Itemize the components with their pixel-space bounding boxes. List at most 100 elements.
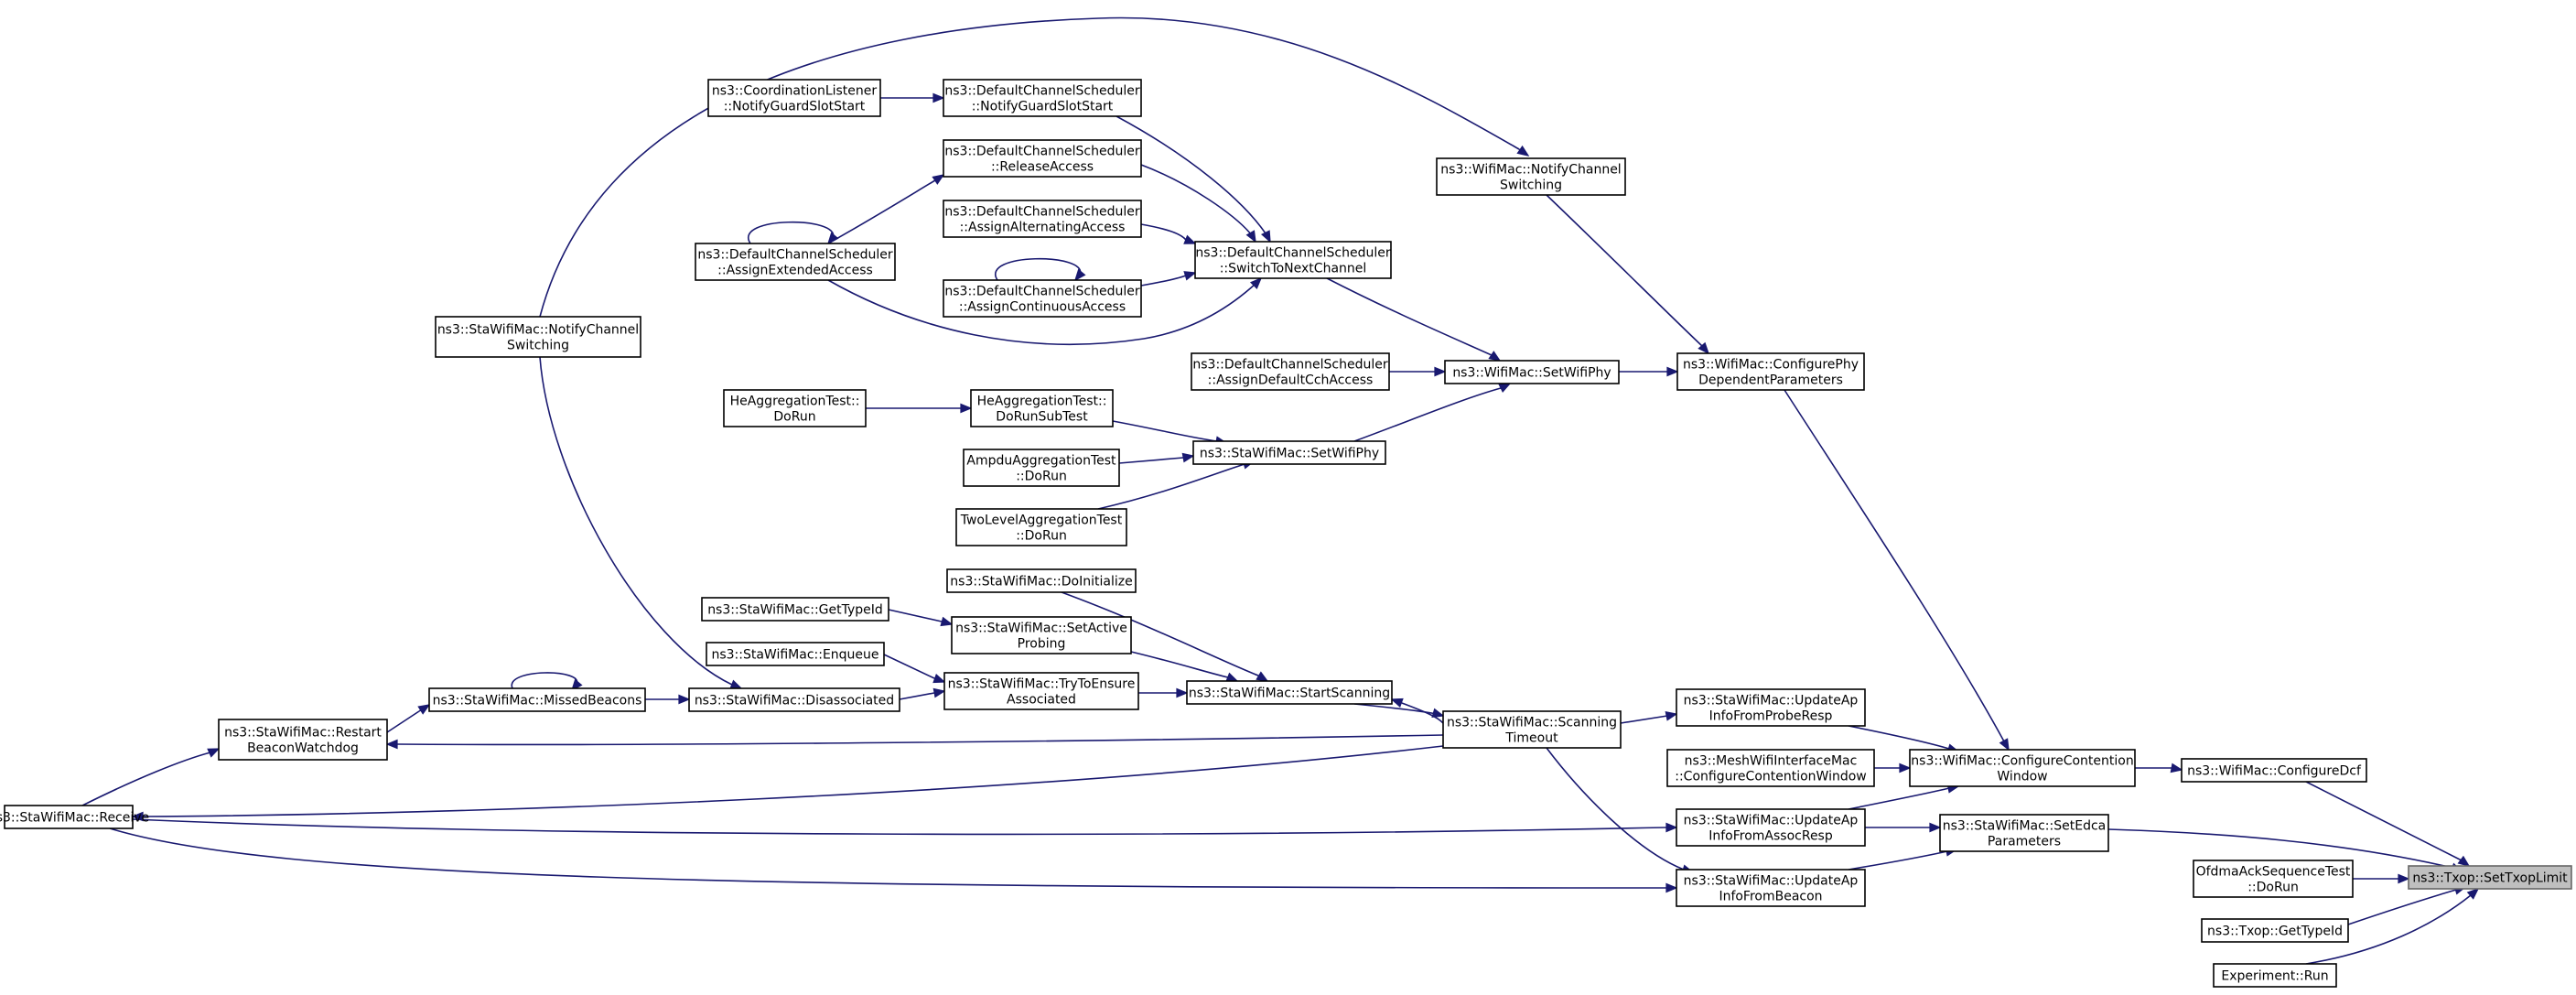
node-label-receive-line0: ns3::StaWifiMac::Receive bbox=[0, 811, 149, 826]
node-label-updProbeResp-line1: InfoFromProbeResp bbox=[1709, 709, 1833, 724]
node-label-getTypeIdSta-line0: ns3::StaWifiMac::GetTypeId bbox=[707, 603, 883, 618]
node-label-tryToEnsure-line1: Associated bbox=[1007, 693, 1076, 708]
node-box-staSetWifiPhy bbox=[1192, 440, 1386, 465]
node-configPhyDep[interactable]: ns3::WifiMac::ConfigurePhyDependentParam… bbox=[1676, 352, 1865, 391]
edge-alternating-to-switch bbox=[1140, 223, 1187, 241]
edge-disassoc-to-try bbox=[899, 692, 935, 700]
node-twoLevelDoRun[interactable]: TwoLevelAggregationTest::DoRun bbox=[955, 508, 1127, 546]
node-label-heAggSubTest-line1: DoRunSubTest bbox=[996, 410, 1088, 425]
node-disassociated[interactable]: ns3::StaWifiMac::Disassociated bbox=[688, 687, 900, 712]
edge-enqueue-to-try bbox=[883, 654, 935, 679]
node-updProbeResp[interactable]: ns3::StaWifiMac::UpdateApInfoFromProbeRe… bbox=[1676, 688, 1866, 727]
node-label-assignAlternating-line0: ns3::DefaultChannelScheduler bbox=[944, 205, 1139, 220]
edge-tail-startscan-to-timeout bbox=[1433, 712, 1438, 715]
node-meshConfigCW[interactable]: ns3::MeshWifiInterfaceMac::ConfigureCont… bbox=[1666, 749, 1875, 787]
node-label-wifiNotifyCh-line1: Switching bbox=[1500, 178, 1562, 193]
node-box-setActiveProbing bbox=[951, 616, 1132, 654]
node-label-notifyGuardSlot-line0: ns3::DefaultChannelScheduler bbox=[944, 84, 1139, 99]
node-switchToNext[interactable]: ns3::DefaultChannelScheduler::SwitchToNe… bbox=[1194, 241, 1392, 279]
edge-timeout-to-beacon bbox=[1546, 747, 1685, 871]
node-experimentRun[interactable]: Experiment::Run bbox=[2213, 963, 2337, 988]
node-label-scanTimeout-line0: ns3::StaWifiMac::Scanning bbox=[1447, 716, 1617, 730]
node-label-ofdmaDoRun-line1: ::DoRun bbox=[2247, 881, 2299, 895]
node-box-disassociated bbox=[688, 687, 900, 712]
arrowhead-notifysta-to-wifinotify bbox=[1516, 145, 1530, 157]
node-label-updBeacon-line0: ns3::StaWifiMac::UpdateAp bbox=[1684, 874, 1859, 889]
node-label-assignAlternating-line1: ::AssignAlternatingAccess bbox=[960, 221, 1126, 235]
node-label-releaseAccess-line0: ns3::DefaultChannelScheduler bbox=[944, 145, 1139, 159]
node-box-getTypeIdSta bbox=[701, 597, 889, 622]
arrowhead-missed-to-disassoc bbox=[678, 694, 691, 705]
edge-extended-to-release bbox=[827, 179, 936, 244]
node-box-assignContinuous bbox=[943, 279, 1142, 318]
node-notifyGuardSlot[interactable]: ns3::DefaultChannelScheduler::NotifyGuar… bbox=[943, 79, 1142, 117]
node-doInitialize[interactable]: ns3::StaWifiMac::DoInitialize bbox=[946, 568, 1137, 593]
node-label-restart-line0: ns3::StaWifiMac::Restart bbox=[224, 726, 382, 741]
node-label-doInitialize-line0: ns3::StaWifiMac::DoInitialize bbox=[950, 575, 1132, 589]
node-heAggSubTest[interactable]: HeAggregationTest::DoRunSubTest bbox=[970, 389, 1114, 427]
node-coordListener[interactable]: ns3::CoordinationListener::NotifyGuardSl… bbox=[707, 79, 881, 117]
edge-restart-to-missed bbox=[386, 710, 420, 733]
node-label-tryToEnsure-line0: ns3::StaWifiMac::TryToEnsure bbox=[948, 677, 1136, 692]
node-label-assignExtended-line0: ns3::DefaultChannelScheduler bbox=[697, 248, 892, 263]
edge-configdcf-to-txop bbox=[2305, 781, 2463, 861]
node-label-twoLevelDoRun-line1: ::DoRun bbox=[1016, 529, 1067, 544]
node-assignAlternating[interactable]: ns3::DefaultChannelScheduler::AssignAlte… bbox=[943, 200, 1142, 238]
edge-notifysta-to-disassoc bbox=[539, 356, 733, 686]
node-ampduDoRun[interactable]: AmpduAggregationTest::DoRun bbox=[963, 449, 1120, 487]
node-txopGetTypeId[interactable]: ns3::Txop::GetTypeId bbox=[2201, 918, 2349, 943]
edge-setactive-to-startscan bbox=[1130, 651, 1229, 678]
node-box-startScanning bbox=[1186, 680, 1393, 705]
node-box-assignAlternating bbox=[943, 200, 1142, 238]
edge-tail-extended-to-switch bbox=[1253, 283, 1256, 287]
node-label-configCW-line1: Window bbox=[1997, 770, 2047, 784]
node-enqueue[interactable]: ns3::StaWifiMac::Enqueue bbox=[706, 642, 885, 666]
node-setTxopLimit[interactable]: ns3::Txop::SetTxopLimit bbox=[2408, 865, 2572, 890]
edge-receive-to-beacon bbox=[109, 827, 1666, 889]
node-label-setActiveProbing-line1: Probing bbox=[1018, 637, 1066, 652]
node-label-coordListener-line1: ::NotifyGuardSlotStart bbox=[724, 100, 866, 114]
node-box-enqueue bbox=[706, 642, 885, 666]
graph-edges bbox=[81, 16, 2480, 965]
node-label-ampduDoRun-line1: ::DoRun bbox=[1016, 470, 1067, 484]
node-label-assignExtended-line1: ::AssignExtendedAccess bbox=[717, 264, 873, 278]
node-assignContinuous[interactable]: ns3::DefaultChannelScheduler::AssignCont… bbox=[943, 279, 1142, 318]
node-box-txopGetTypeId bbox=[2201, 918, 2349, 943]
node-updAssocResp[interactable]: ns3::StaWifiMac::UpdateApInfoFromAssocRe… bbox=[1676, 808, 1866, 847]
node-missedBeacons[interactable]: ns3::StaWifiMac::MissedBeacons bbox=[428, 687, 646, 712]
node-wifiSetWifiPhy[interactable]: ns3::WifiMac::SetWifiPhy bbox=[1444, 360, 1620, 384]
node-getTypeIdSta[interactable]: ns3::StaWifiMac::GetTypeId bbox=[701, 597, 889, 622]
node-configDcf[interactable]: ns3::WifiMac::ConfigureDcf bbox=[2181, 758, 2367, 783]
edge-setedca-to-txop bbox=[2107, 828, 2453, 869]
node-receive[interactable]: ns3::StaWifiMac::Receive bbox=[0, 805, 149, 829]
node-startScanning[interactable]: ns3::StaWifiMac::StartScanning bbox=[1186, 680, 1393, 705]
node-releaseAccess[interactable]: ns3::DefaultChannelScheduler::ReleaseAcc… bbox=[943, 139, 1142, 178]
node-assignExtended[interactable]: ns3::DefaultChannelScheduler::AssignExte… bbox=[695, 243, 896, 281]
node-box-configPhyDep bbox=[1676, 352, 1865, 391]
node-ofdmaDoRun[interactable]: OfdmaAckSequenceTest::DoRun bbox=[2193, 860, 2354, 898]
node-box-notifyChSta bbox=[435, 316, 641, 358]
node-label-configPhyDep-line1: DependentParameters bbox=[1698, 373, 1843, 388]
node-box-doInitialize bbox=[946, 568, 1137, 593]
node-assignDefaultCch[interactable]: ns3::DefaultChannelScheduler::AssignDefa… bbox=[1191, 352, 1390, 391]
edge-tail-missed-self bbox=[576, 682, 579, 686]
edge-continuous-to-switch bbox=[1140, 275, 1187, 287]
arrowhead-coord-to-notifyguard bbox=[932, 92, 945, 103]
arrowhead-wifisetphy-to-configphy bbox=[1666, 366, 1679, 377]
node-heAggDoRun[interactable]: HeAggregationTest::DoRun bbox=[723, 389, 867, 427]
node-box-tryToEnsure bbox=[943, 672, 1139, 710]
node-box-configCW bbox=[1909, 749, 2136, 787]
edge-assoc-to-configcw bbox=[1848, 787, 1950, 810]
node-staSetWifiPhy[interactable]: ns3::StaWifiMac::SetWifiPhy bbox=[1192, 440, 1386, 465]
edge-continuous-self bbox=[994, 257, 1082, 281]
node-configCW[interactable]: ns3::WifiMac::ConfigureContentionWindow bbox=[1909, 749, 2136, 787]
arrowhead-ampdu-to-stasetphy bbox=[1181, 452, 1195, 463]
